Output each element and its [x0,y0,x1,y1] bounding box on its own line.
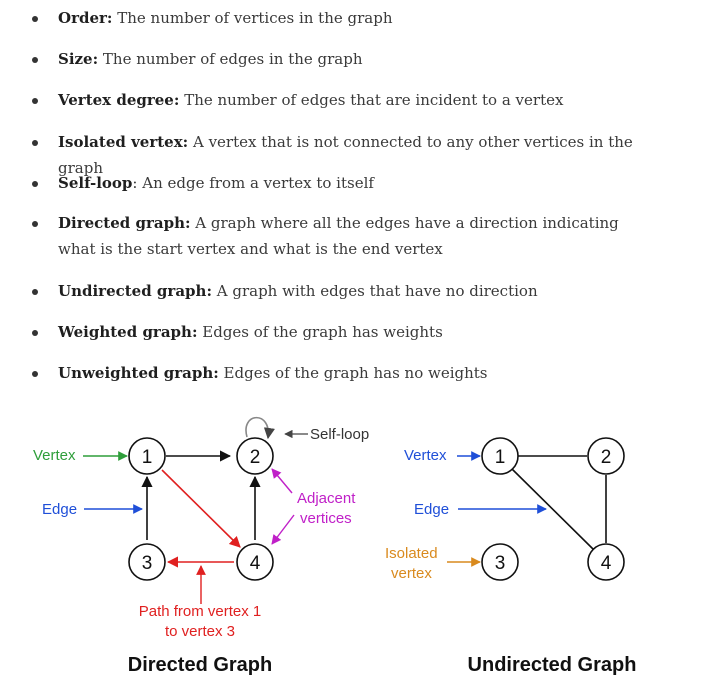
directed-graph: 1 2 3 4 Vertex Edge Self-loop Adjacent v… [33,416,369,676]
undirected-graph: 1 2 3 4 Vertex Edge Isolated vertex Undi… [385,437,637,676]
path-annotation-line2: to vertex 3 [165,623,235,640]
vertex-annotation: Vertex [404,447,447,464]
definition-desc: The number of edges that are incident to… [184,91,564,109]
definition-term: Weighted graph: [58,323,198,341]
vertex-3 [481,543,519,581]
definition-term: Size: [58,50,99,68]
definition-desc: Edges of the graph has no weights [223,364,488,382]
definition-desc: A vertex that is not connected to any ot… [58,133,633,177]
bullet [32,371,38,377]
adjacent-annotation-line2: vertices [300,510,352,527]
definition-term: Self-loop [58,174,133,192]
definition-term: Directed graph: [58,214,191,232]
vertex-3 [128,543,166,581]
path-edge-1-4 [161,469,241,548]
vertex-1 [128,437,166,475]
vertex-annotation: Vertex [33,447,76,464]
edge-1-4 [511,468,594,550]
adjacent-annotation-line1: Adjacent [297,490,356,507]
bullet [32,221,38,227]
bullet [32,57,38,63]
definition-term: Undirected graph: [58,282,212,300]
vertex-label: 1 [495,447,506,468]
definition-text: Order: The number of vertices in the gra… [58,5,658,31]
vertex-label: 3 [142,553,153,574]
definition-term: Unweighted graph: [58,364,219,382]
edge-annotation: Edge [42,501,77,518]
adjacent-pointer-arrow-down [271,514,295,545]
bullet [32,16,38,22]
definition-text: Vertex degree: The number of edges that … [58,87,658,113]
definition-desc: The number of vertices in the graph [117,9,393,27]
definition-desc: : An edge from a vertex to itself [132,174,374,192]
self-loop-annotation: Self-loop [310,426,369,443]
definition-desc: A graph where all the edges have a direc… [58,214,619,258]
vertex-label: 4 [250,553,261,574]
definition-text: Undirected graph: A graph with edges tha… [58,278,658,304]
isolated-annotation-line1: Isolated [385,545,438,562]
vertex-1 [481,437,519,475]
adjacent-pointer-arrow-up [271,468,293,494]
definition-term: Vertex degree: [58,91,180,109]
self-loop-edge [245,416,275,440]
vertex-label: 1 [142,447,153,468]
definition-text: Self-loop: An edge from a vertex to itse… [58,170,658,196]
definition-text: Unweighted graph: Edges of the graph has… [58,360,658,386]
definition-term: Isolated vertex: [58,133,189,151]
bullet [32,181,38,187]
bullet [32,140,38,146]
vertex-label: 3 [495,553,506,574]
vertex-label: 2 [601,447,612,468]
vertex-label: 4 [601,553,612,574]
vertex-2 [587,437,625,475]
directed-graph-title: Directed Graph [128,654,272,676]
definition-text: Weighted graph: Edges of the graph has w… [58,319,658,345]
bullet [32,330,38,336]
definition-text: Directed graph: A graph where all the ed… [58,210,658,262]
definition-text: Size: The number of edges in the graph [58,46,658,72]
vertex-4 [236,543,274,581]
definition-desc: Edges of the graph has weights [202,323,443,341]
bullet [32,289,38,295]
definition-term: Order: [58,9,113,27]
graph-figure: 1 2 3 4 Vertex Edge Self-loop Adjacent v… [33,416,637,676]
vertex-4 [587,543,625,581]
path-annotation-line1: Path from vertex 1 [139,603,262,620]
vertex-2 [236,437,274,475]
vertex-label: 2 [250,447,261,468]
definition-text: Isolated vertex: A vertex that is not co… [58,129,658,181]
undirected-graph-title: Undirected Graph [468,654,637,676]
bullet [32,98,38,104]
isolated-annotation-line2: vertex [391,565,432,582]
edge-annotation: Edge [414,501,449,518]
definition-desc: The number of edges in the graph [102,50,363,68]
definition-desc: A graph with edges that have no directio… [216,282,538,300]
